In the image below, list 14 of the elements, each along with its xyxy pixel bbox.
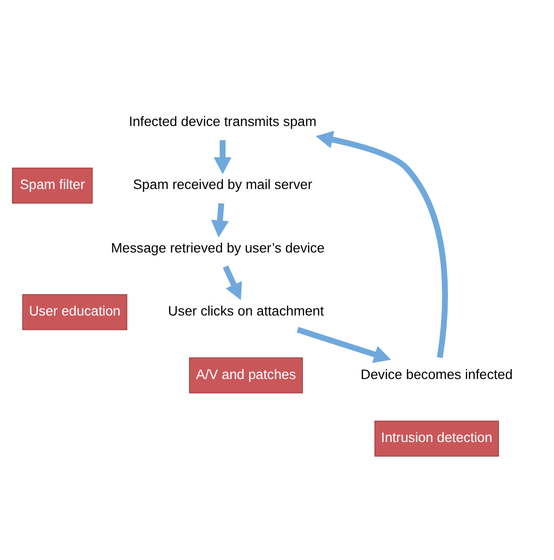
arrow — [316, 130, 448, 358]
node-text: Spam received by mail server — [132, 176, 312, 192]
node-box: Intrusion detection — [374, 420, 499, 456]
node-box: A/V and patches — [189, 356, 303, 393]
node-box: Spam filter — [12, 167, 93, 204]
node-text: User clicks on attachment — [168, 303, 324, 318]
node-text: Infected device transmits spam — [128, 114, 316, 129]
arrow — [296, 326, 391, 362]
node-text: Message retrieved by user’s device — [110, 240, 325, 255]
arrow — [214, 140, 232, 174]
node-box: User education — [22, 294, 128, 330]
node-text: Device becomes infected — [360, 366, 513, 382]
arrow — [222, 264, 242, 300]
arrow — [211, 202, 229, 237]
